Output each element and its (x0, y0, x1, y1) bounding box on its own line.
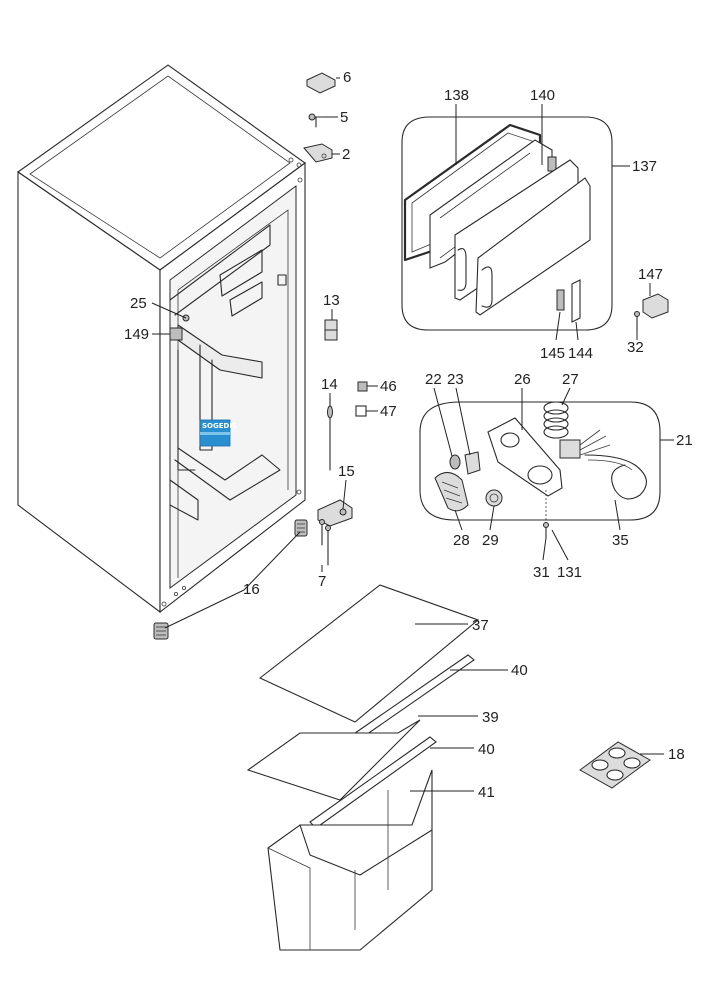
callout-23: 23 (447, 371, 464, 388)
callout-144: 144 (568, 345, 593, 362)
parts-46-47 (355, 381, 368, 417)
callout-2: 2 (342, 146, 350, 163)
callout-40-top: 40 (511, 662, 528, 679)
callout-6: 6 (343, 69, 351, 86)
callout-26: 26 (514, 371, 531, 388)
callout-46: 46 (380, 378, 397, 395)
callout-137: 137 (632, 158, 657, 175)
shelf-37 (258, 584, 480, 723)
callout-13: 13 (323, 292, 340, 309)
parts-147-32 (634, 293, 669, 331)
callout-31: 31 (533, 564, 550, 581)
callout-14: 14 (321, 376, 338, 393)
callout-47: 47 (380, 403, 397, 420)
callout-140: 140 (530, 87, 555, 104)
callout-15: 15 (338, 463, 355, 480)
leveling-feet (153, 519, 308, 640)
callout-32: 32 (627, 339, 644, 356)
callout-35: 35 (612, 532, 629, 549)
shelf-39 (246, 719, 421, 801)
callout-labels: 6 5 2 138 140 137 147 32 145 144 13 25 1… (124, 69, 693, 801)
callout-39: 39 (482, 709, 499, 726)
callout-18: 18 (668, 746, 685, 763)
callout-145: 145 (540, 345, 565, 362)
callout-5: 5 (340, 109, 348, 126)
callout-131: 131 (557, 564, 582, 581)
callout-21: 21 (676, 432, 693, 449)
callout-138: 138 (444, 87, 469, 104)
part-14 (327, 397, 333, 471)
part-13 (324, 319, 338, 341)
callout-40-bottom: 40 (478, 741, 495, 758)
egg-tray-18 (579, 741, 651, 789)
callout-25: 25 (130, 295, 147, 312)
callout-149: 149 (124, 326, 149, 343)
crisper-drawer-41 (267, 769, 433, 951)
callout-41: 41 (478, 784, 495, 801)
callout-16: 16 (243, 581, 260, 598)
leader-lines (151, 77, 674, 792)
callout-29: 29 (482, 532, 499, 549)
callout-147: 147 (638, 266, 663, 283)
door-assembly-group (401, 116, 613, 331)
callout-22: 22 (425, 371, 442, 388)
callout-28: 28 (453, 532, 470, 549)
callout-7: 7 (318, 573, 326, 590)
callout-37: 37 (472, 617, 489, 634)
logo-text: SOGEDIS (202, 422, 237, 430)
thermostat-group (419, 401, 661, 539)
cabinet: SOGEDIS (17, 64, 306, 614)
parts-145-144 (556, 279, 581, 323)
bottom-hinge (317, 499, 353, 566)
callout-27: 27 (562, 371, 579, 388)
